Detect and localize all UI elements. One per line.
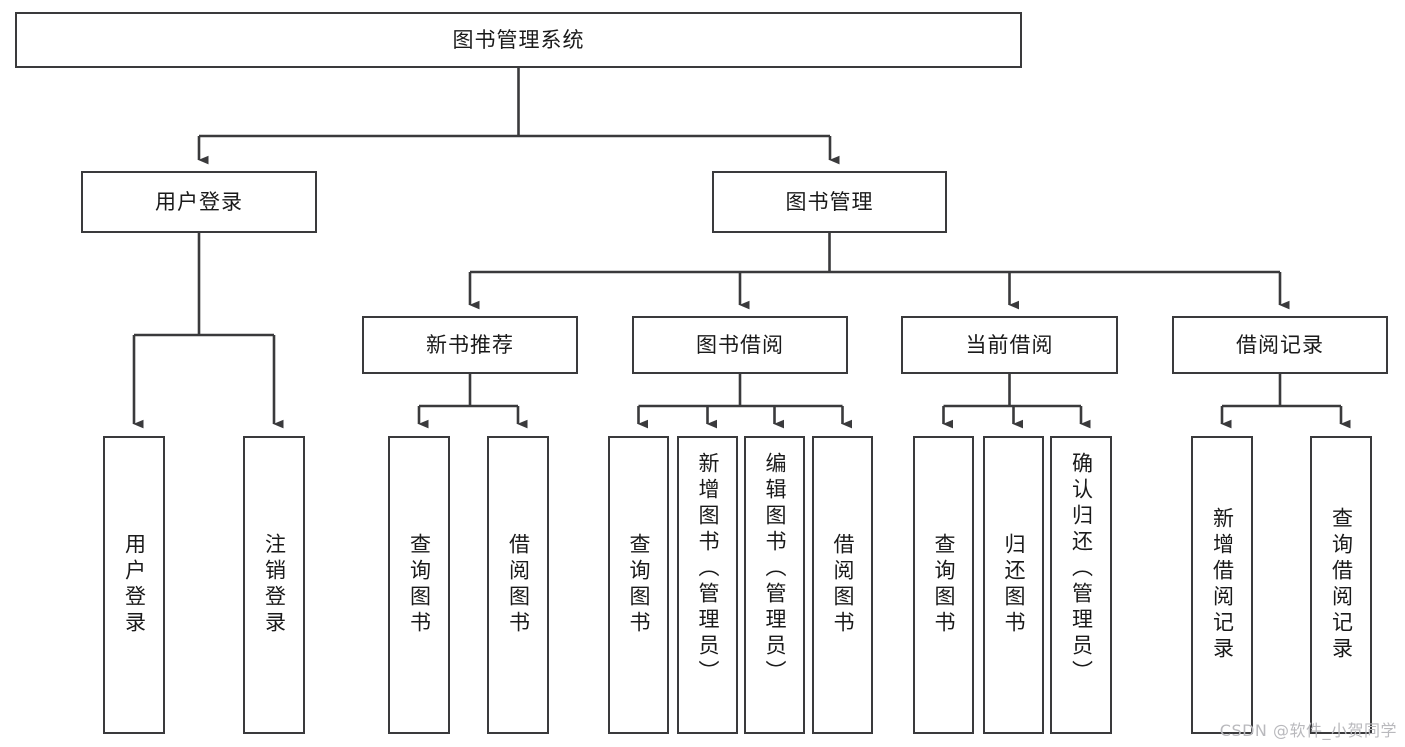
- leaf-query-book-current-label: 查询图书: [932, 533, 956, 637]
- leaf-add-borrow-record[interactable]: 新增借阅记录: [1191, 436, 1253, 734]
- leaf-query-book-recommend[interactable]: 查询图书: [388, 436, 450, 734]
- leaf-add-book-admin[interactable]: 新增图书（管理员）: [677, 436, 738, 734]
- leaf-add-book-admin-label: 新增图书（管理员）: [696, 452, 720, 686]
- leaf-query-book-borrow[interactable]: 查询图书: [608, 436, 669, 734]
- leaf-user-login[interactable]: 用户登录: [103, 436, 165, 734]
- leaf-edit-book-admin-label: 编辑图书（管理员）: [763, 452, 787, 686]
- leaf-add-borrow-record-label: 新增借阅记录: [1210, 507, 1235, 663]
- leaf-query-book-current[interactable]: 查询图书: [913, 436, 974, 734]
- node-book-borrow-label: 图书借阅: [696, 332, 784, 357]
- node-user-login[interactable]: 用户登录: [81, 171, 317, 233]
- node-root[interactable]: 图书管理系统: [15, 12, 1022, 68]
- leaf-confirm-return-admin-label: 确认归还（管理员）: [1069, 452, 1094, 686]
- leaf-query-borrow-record-label: 查询借阅记录: [1329, 507, 1354, 663]
- node-current-borrow-label: 当前借阅: [965, 332, 1054, 357]
- leaf-borrow-book-borrow-label: 借阅图书: [831, 533, 855, 637]
- node-current-borrow[interactable]: 当前借阅: [901, 316, 1118, 374]
- leaf-return-book[interactable]: 归还图书: [983, 436, 1044, 734]
- node-borrow-record[interactable]: 借阅记录: [1172, 316, 1388, 374]
- node-book-borrow[interactable]: 图书借阅: [632, 316, 848, 374]
- csdn-watermark: CSDN @软件_小贺同学: [1219, 721, 1397, 740]
- leaf-query-book-borrow-label: 查询图书: [627, 533, 651, 637]
- node-new-book-recommend[interactable]: 新书推荐: [362, 316, 578, 374]
- node-root-label: 图书管理系统: [452, 27, 585, 52]
- node-user-login-label: 用户登录: [155, 189, 243, 214]
- leaf-borrow-book-borrow[interactable]: 借阅图书: [812, 436, 873, 734]
- leaf-logout-login[interactable]: 注销登录: [243, 436, 305, 734]
- leaf-user-login-label: 用户登录: [122, 533, 147, 637]
- node-book-manage[interactable]: 图书管理: [712, 171, 947, 233]
- node-book-manage-label: 图书管理: [785, 189, 874, 214]
- leaf-logout-login-label: 注销登录: [262, 533, 287, 637]
- leaf-query-borrow-record[interactable]: 查询借阅记录: [1310, 436, 1372, 734]
- leaf-query-book-recommend-label: 查询图书: [407, 533, 432, 637]
- node-borrow-record-label: 借阅记录: [1236, 332, 1324, 357]
- leaf-confirm-return-admin[interactable]: 确认归还（管理员）: [1050, 436, 1112, 734]
- leaf-borrow-book-recommend-label: 借阅图书: [506, 533, 531, 637]
- leaf-return-book-label: 归还图书: [1002, 533, 1026, 637]
- node-new-book-recommend-label: 新书推荐: [426, 332, 514, 357]
- leaf-borrow-book-recommend[interactable]: 借阅图书: [487, 436, 549, 734]
- leaf-edit-book-admin[interactable]: 编辑图书（管理员）: [744, 436, 805, 734]
